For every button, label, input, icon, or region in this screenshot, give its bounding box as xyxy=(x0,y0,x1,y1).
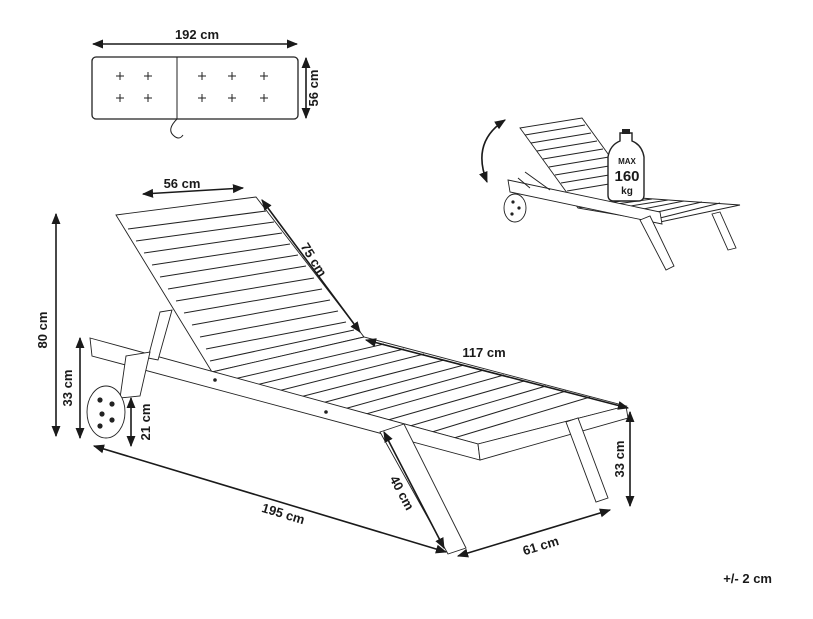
badge-max-label: MAX xyxy=(618,157,636,166)
tolerance-note: +/- 2 cm xyxy=(723,571,772,586)
main-lounger xyxy=(86,196,629,555)
cushion-tufts xyxy=(116,72,268,102)
front-height-label: 33 cm xyxy=(612,441,627,478)
seat-length-label: 117 cm xyxy=(462,345,505,360)
preview-lounger: MAX 160 kg xyxy=(479,117,741,271)
depth-label: 61 cm xyxy=(521,533,561,558)
preview-wheel-icon xyxy=(503,193,527,223)
cushion-length-label: 192 cm xyxy=(175,27,219,42)
backrest-width-label: 56 cm xyxy=(164,176,201,191)
front-leg-right xyxy=(565,417,609,503)
wheel-icon xyxy=(86,385,126,439)
leg-length-arrow xyxy=(383,431,445,549)
cushion: 192 cm 56 cm xyxy=(91,27,321,139)
wheel-height-label: 21 cm xyxy=(138,404,153,441)
badge-value: 160 xyxy=(614,168,639,185)
total-height-label: 80 cm xyxy=(35,312,50,349)
recline-arrow-icon xyxy=(479,119,506,184)
depth-arrow xyxy=(456,508,612,558)
frame-height-label: 33 cm xyxy=(60,370,75,407)
max-weight-badge-icon: MAX 160 kg xyxy=(607,129,645,202)
total-length-label: 195 cm xyxy=(260,500,307,527)
total-length-arrow xyxy=(92,444,448,554)
backrest-width-arrow xyxy=(141,184,245,198)
backrest-length-arrow xyxy=(261,199,361,333)
cushion-width-label: 56 cm xyxy=(306,70,321,107)
badge-unit: kg xyxy=(621,186,633,197)
seat-length-arrow xyxy=(364,338,630,410)
